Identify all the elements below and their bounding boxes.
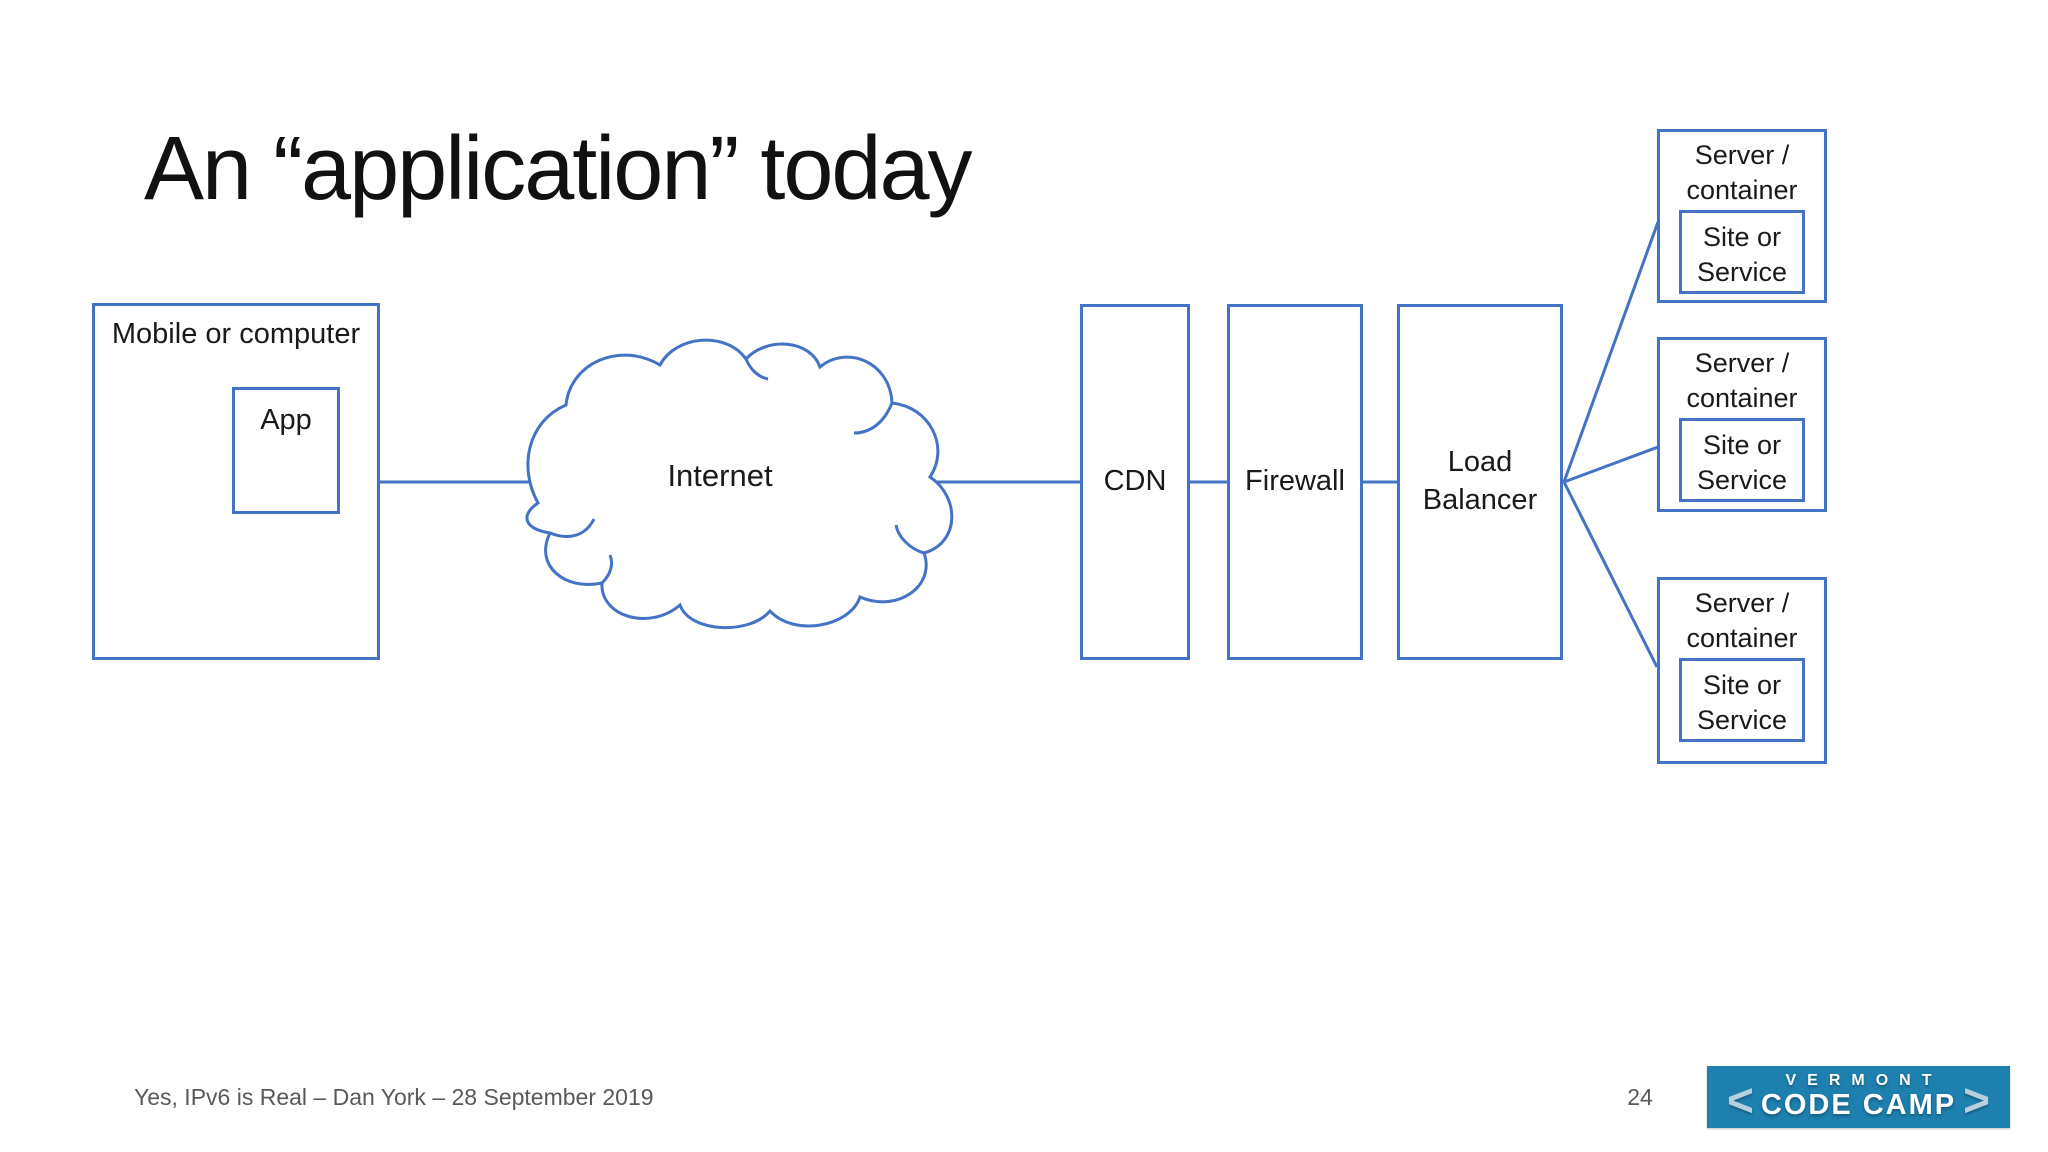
page-number: 24 (1627, 1084, 1653, 1110)
logo-text-stack: VERMONT CODE CAMP (1761, 1072, 1956, 1122)
firewall-box: Firewall (1227, 304, 1363, 660)
logo-right-bracket-icon: > (1963, 1074, 1990, 1126)
footer-text: Yes, IPv6 is Real – Dan York – 28 Septem… (134, 1084, 654, 1110)
mobile-or-computer-box: Mobile or computer App (92, 303, 380, 660)
firewall-label: Firewall (1245, 465, 1345, 498)
server-container-label: Server / container (1686, 140, 1798, 206)
app-box: App (232, 387, 340, 514)
load-balancer-box: Load Balancer (1397, 304, 1563, 660)
server-container-box-1: Server / container Site or Service (1657, 129, 1827, 303)
server-container-box-3: Server / container Site or Service (1657, 577, 1827, 764)
site-or-service-box: Site or Service (1679, 418, 1805, 503)
logo-code-camp-text: CODE CAMP (1760, 1089, 1957, 1121)
load-balancer-label: Load Balancer (1422, 446, 1538, 516)
site-or-service-label: Site or Service (1696, 430, 1788, 496)
cdn-label: CDN (1103, 465, 1167, 498)
site-or-service-box: Site or Service (1679, 210, 1805, 295)
logo-vermont-text: VERMONT (1785, 1072, 1943, 1089)
cdn-box: CDN (1080, 304, 1190, 660)
site-or-service-label: Site or Service (1696, 670, 1788, 736)
connector-lb-server1 (1562, 221, 1660, 483)
slide-title: An “application” today (144, 119, 973, 219)
internet-label: Internet (667, 458, 773, 493)
server-container-box-2: Server / container Site or Service (1657, 337, 1827, 512)
server-container-label: Server / container (1686, 348, 1798, 414)
logo-left-bracket-icon: < (1727, 1074, 1754, 1126)
site-or-service-label: Site or Service (1696, 222, 1788, 288)
app-label: App (260, 404, 312, 436)
mobile-or-computer-label: Mobile or computer (111, 318, 361, 350)
connector-lb-server3 (1562, 481, 1659, 668)
vermont-code-camp-logo: < VERMONT CODE CAMP > (1707, 1066, 2010, 1128)
connector-lb-server2 (1563, 445, 1659, 484)
server-container-label: Server / container (1686, 588, 1798, 654)
site-or-service-box: Site or Service (1679, 658, 1805, 743)
